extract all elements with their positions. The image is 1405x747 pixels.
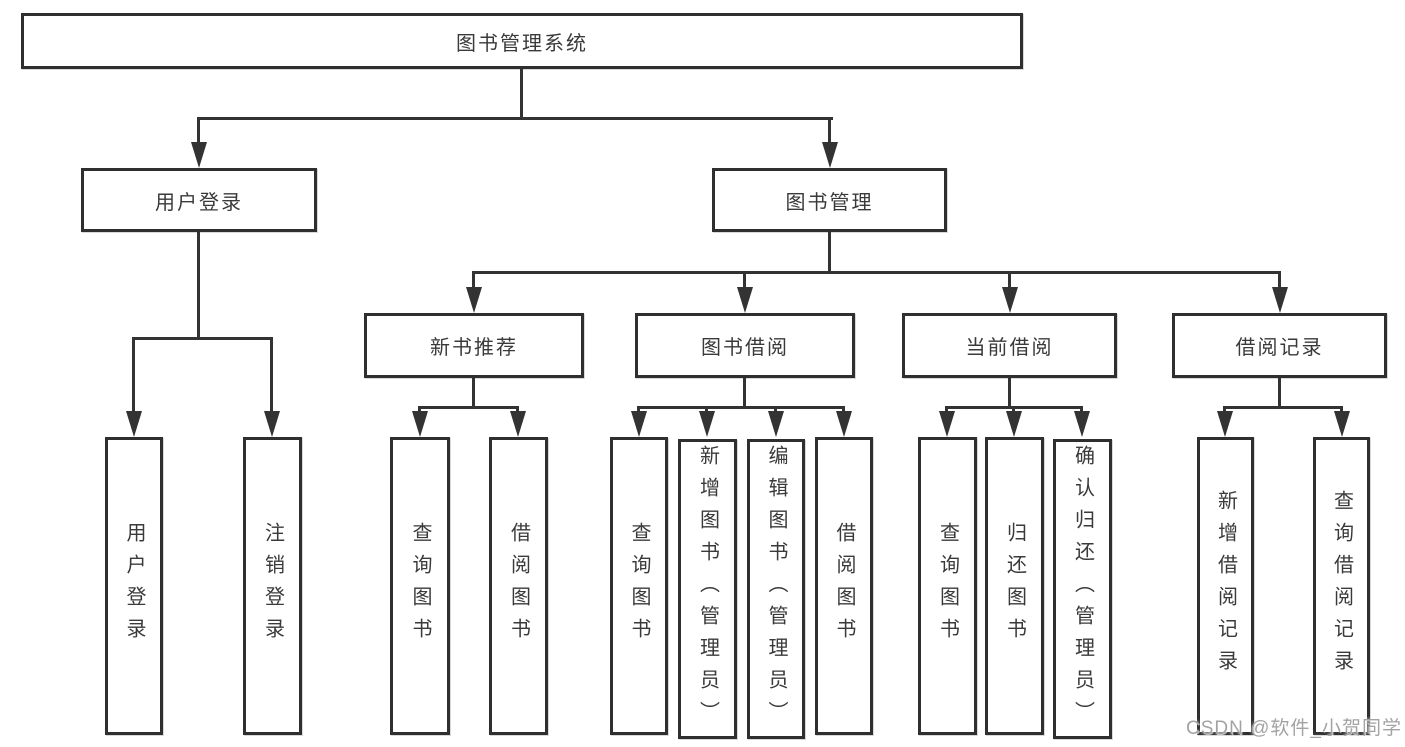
leaf-label: 查询图书 [628,522,650,650]
leaf-label: 归还图书 [1003,522,1026,650]
connector-book-borrowing-stem [743,378,746,409]
connector-drop-edit-books [774,406,777,415]
connector-drop-confirm-return [1080,406,1083,415]
connector-drop-book-borrowing [743,271,746,291]
leaf-add-borrow-record: 新增借阅记录 [1197,437,1254,735]
leaf-label: 确认归还（管理员） [1071,445,1094,733]
connector-drop-borrow-books-1 [516,406,519,415]
connector-current-borrowing-stem [1008,378,1011,409]
node-label: 新书推荐 [430,337,518,359]
connector-drop-user-login [197,117,200,144]
arrowhead-leaf-logout [264,411,280,437]
node-user-login: 用户登录 [81,168,317,232]
arrowhead-new-book-recommend [466,287,482,313]
connector-drop-book-management [828,117,831,144]
leaf-label: 注销登录 [261,522,284,650]
connector-drop-new-book-recommend [472,271,475,291]
csdn-watermark: CSDN @软件_小贺同学 [1186,718,1402,739]
arrowhead-query-borrow-record [1334,411,1350,437]
arrowhead-borrow-books-1 [510,411,526,437]
connector-user-login-stem [197,232,200,340]
connector-new-book-recommend-stem [472,378,475,409]
leaf-label: 查询图书 [409,522,431,650]
leaf-label: 借阅图书 [507,522,530,650]
arrowhead-user-login [191,142,207,168]
node-new-book-recommend: 新书推荐 [364,313,584,378]
node-current-borrowing: 当前借阅 [902,313,1117,378]
leaf-label: 查询借阅记录 [1330,490,1353,682]
connector-drop-current-borrowing [1008,271,1011,291]
leaf-borrow-books-1: 借阅图书 [489,437,548,735]
connector-user-login-rail [132,337,273,340]
leaf-query-books-2: 查询图书 [610,437,668,735]
leaf-label: 查询图书 [936,522,959,650]
connector-drop-leaf-user-login [132,337,135,414]
connector-drop-query-books-1 [418,406,421,415]
leaf-label: 新增借阅记录 [1214,490,1237,682]
connector-borrowing-records-stem [1278,378,1281,409]
arrowhead-add-borrow-record [1217,411,1233,437]
connector-root-stem [520,69,523,117]
leaf-label: 编辑图书（管理员） [765,445,787,733]
leaf-label: 新增图书（管理员） [696,445,719,733]
connector-new-book-recommend-rail [418,406,519,409]
arrowhead-borrow-books-2 [836,411,852,437]
leaf-edit-books-admin: 编辑图书（管理员） [747,439,805,739]
node-borrowing-records: 借阅记录 [1172,313,1387,378]
leaf-user-login: 用户登录 [105,437,163,735]
arrowhead-leaf-user-login [126,411,142,437]
leaf-label: 借阅图书 [833,522,855,650]
node-book-management: 图书管理 [712,168,947,232]
leaf-query-borrow-record: 查询借阅记录 [1313,437,1370,735]
connector-drop-borrowing-records [1278,271,1281,291]
arrowhead-borrowing-records [1272,287,1288,313]
connector-book-borrowing-rail [637,406,845,409]
leaf-borrow-books-2: 借阅图书 [815,437,873,735]
arrowhead-book-management [822,142,838,168]
node-label: 当前借阅 [965,337,1054,359]
node-label: 用户登录 [155,191,243,214]
arrowhead-current-borrowing [1002,287,1018,313]
leaf-confirm-return-admin: 确认归还（管理员） [1053,439,1112,739]
arrowhead-book-borrowing [737,287,753,313]
arrowhead-query-books-2 [631,411,647,437]
arrowhead-query-books-3 [939,411,955,437]
connector-borrowing-records-rail [1223,406,1343,409]
arrowhead-return-books [1006,411,1022,437]
leaf-return-books: 归还图书 [985,437,1044,735]
connector-drop-leaf-logout [270,337,273,414]
arrowhead-query-books-1 [412,411,428,437]
leaf-add-books-admin: 新增图书（管理员） [678,439,737,739]
arrowhead-confirm-return [1074,411,1090,437]
node-label: 图书借阅 [701,337,789,359]
connector-root-rail [197,117,833,120]
connector-drop-query-books-2 [637,406,640,415]
node-library-management-system: 图书管理系统 [21,13,1023,69]
connector-drop-add-borrow-record [1223,406,1226,415]
connector-drop-query-borrow-record [1340,406,1343,415]
connector-book-management-rail [472,271,1281,274]
leaf-logout-login: 注销登录 [243,437,302,735]
leaf-query-books-1: 查询图书 [390,437,450,735]
leaf-query-books-3: 查询图书 [918,437,977,735]
connector-drop-return-books [1012,406,1015,415]
connector-book-management-stem [828,232,831,274]
connector-drop-query-books-3 [945,406,948,415]
connector-drop-borrow-books-2 [842,406,845,415]
node-book-borrowing: 图书借阅 [635,313,855,378]
leaf-label: 用户登录 [123,522,145,650]
node-label: 图书管理 [785,191,874,214]
connector-drop-add-books [705,406,708,415]
arrowhead-edit-books [768,411,784,437]
node-label: 借阅记录 [1235,337,1324,359]
arrowhead-add-books [699,411,715,437]
node-label: 图书管理系统 [456,32,588,55]
